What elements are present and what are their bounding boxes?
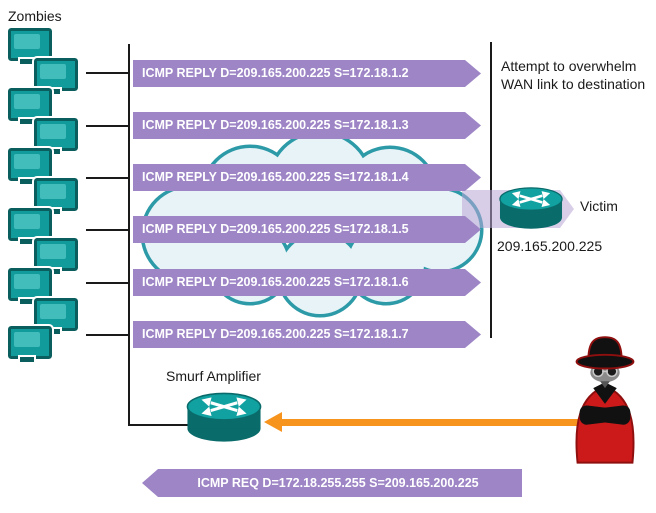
zombie-monitor-icon [32, 296, 80, 336]
connector-line [86, 72, 128, 74]
zombie-monitor-icon [32, 116, 80, 156]
zombie-monitor-icon [6, 324, 54, 364]
smurf-amplifier-router-icon [186, 392, 262, 442]
zombie-monitor-icon [6, 146, 54, 186]
icmp-reply-arrow: ICMP REPLY D=209.165.200.225 S=172.18.1.… [133, 164, 481, 191]
smurf-amplifier-label: Smurf Amplifier [166, 368, 261, 384]
attack-arrow-line [282, 419, 600, 426]
attempt-label: Attempt to overwhelm WAN link to destina… [501, 58, 646, 93]
zombie-monitor-icon [6, 26, 54, 66]
connector-line [86, 229, 128, 231]
attack-arrow-head [264, 412, 282, 432]
victim-label: Victim [580, 198, 618, 214]
icmp-reply-arrow: ICMP REPLY D=209.165.200.225 S=172.18.1.… [133, 269, 481, 296]
icmp-reply-arrow: ICMP REPLY D=209.165.200.225 S=172.18.1.… [133, 60, 481, 87]
zombies-label: Zombies [8, 8, 62, 24]
connector-line [86, 334, 128, 336]
connector-line [86, 177, 128, 179]
connector-line [86, 282, 128, 284]
icmp-reply-arrow: ICMP REPLY D=209.165.200.225 S=172.18.1.… [133, 112, 481, 139]
icmp-reply-arrow: ICMP REPLY D=209.165.200.225 S=172.18.1.… [133, 321, 481, 348]
amplifier-connector-line [128, 424, 188, 426]
zombie-monitor-icon [32, 56, 80, 96]
victim-router-icon [499, 187, 563, 229]
zombie-monitor-icon [32, 176, 80, 216]
icmp-reply-arrow: ICMP REPLY D=209.165.200.225 S=172.18.1.… [133, 216, 481, 243]
victim-ip-label: 209.165.200.225 [497, 238, 603, 254]
zombie-monitor-icon [6, 86, 54, 126]
zombie-monitor-icon [32, 236, 80, 276]
zombie-monitor-icon [6, 206, 54, 246]
attacker-icon [575, 336, 635, 464]
icmp-request-arrow: ICMP REQ D=172.18.255.255 S=209.165.200.… [142, 469, 522, 497]
connector-line [86, 125, 128, 127]
zombie-monitor-icon [6, 266, 54, 306]
trunk-line [128, 44, 130, 426]
